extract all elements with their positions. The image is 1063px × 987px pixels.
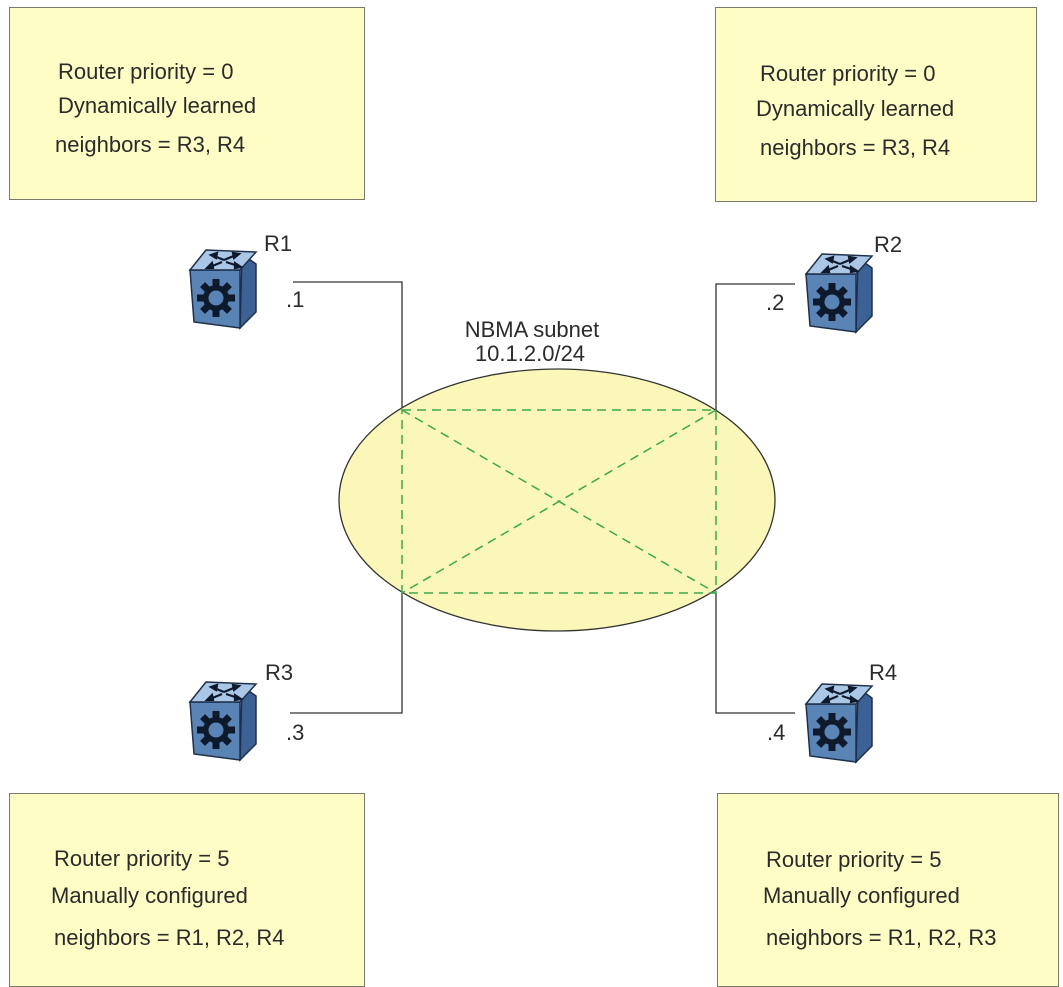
link-r2 (715, 283, 795, 410)
info-box-r1: Router priority = 0 Dynamically learned … (9, 7, 365, 200)
router-r1: R1 .1 (188, 231, 304, 330)
router-ip-suffix: .3 (286, 720, 304, 745)
router-icon (804, 682, 874, 764)
router-icon (804, 252, 874, 334)
box-line: Router priority = 5 (54, 846, 230, 871)
router-icon (188, 680, 258, 762)
router-ip-suffix: .2 (766, 290, 784, 315)
box-line: Manually configured (51, 883, 248, 908)
box-line: Router priority = 5 (766, 847, 942, 872)
box-line: Manually configured (763, 883, 960, 908)
link-r3 (290, 593, 403, 714)
router-ip-suffix: .1 (286, 287, 304, 312)
box-line: Dynamically learned (756, 96, 955, 121)
router-label: R1 (264, 231, 292, 256)
subnet-name: NBMA subnet (465, 317, 600, 342)
link-r4 (715, 593, 795, 714)
info-box-r2: Router priority = 0 Dynamically learned … (715, 7, 1037, 202)
nbma-subnet-ellipse (338, 368, 776, 632)
full-mesh (401, 409, 717, 594)
box-line: neighbors = R1, R2, R4 (54, 925, 285, 950)
router-label: R2 (874, 232, 902, 257)
router-ip-suffix: .4 (767, 720, 785, 745)
link-r1 (293, 281, 403, 410)
box-line: Router priority = 0 (58, 59, 234, 84)
info-box-r4: Router priority = 5 Manually configured … (717, 793, 1059, 987)
box-line: Router priority = 0 (760, 61, 936, 86)
box-line: Dynamically learned (58, 93, 257, 118)
info-box-r3: Router priority = 5 Manually configured … (9, 793, 365, 987)
box-line: neighbors = R3, R4 (55, 132, 246, 157)
router-r2: R2 .2 (766, 232, 902, 334)
box-line: neighbors = R1, R2, R3 (766, 925, 997, 950)
router-r3: R3 .3 (188, 660, 304, 762)
box-line: neighbors = R3, R4 (760, 135, 951, 160)
router-icon (188, 248, 258, 330)
router-label: R3 (265, 660, 293, 685)
router-label: R4 (869, 660, 897, 685)
subnet-address: 10.1.2.0/24 (475, 341, 585, 366)
router-r4: R4 .4 (767, 660, 897, 764)
